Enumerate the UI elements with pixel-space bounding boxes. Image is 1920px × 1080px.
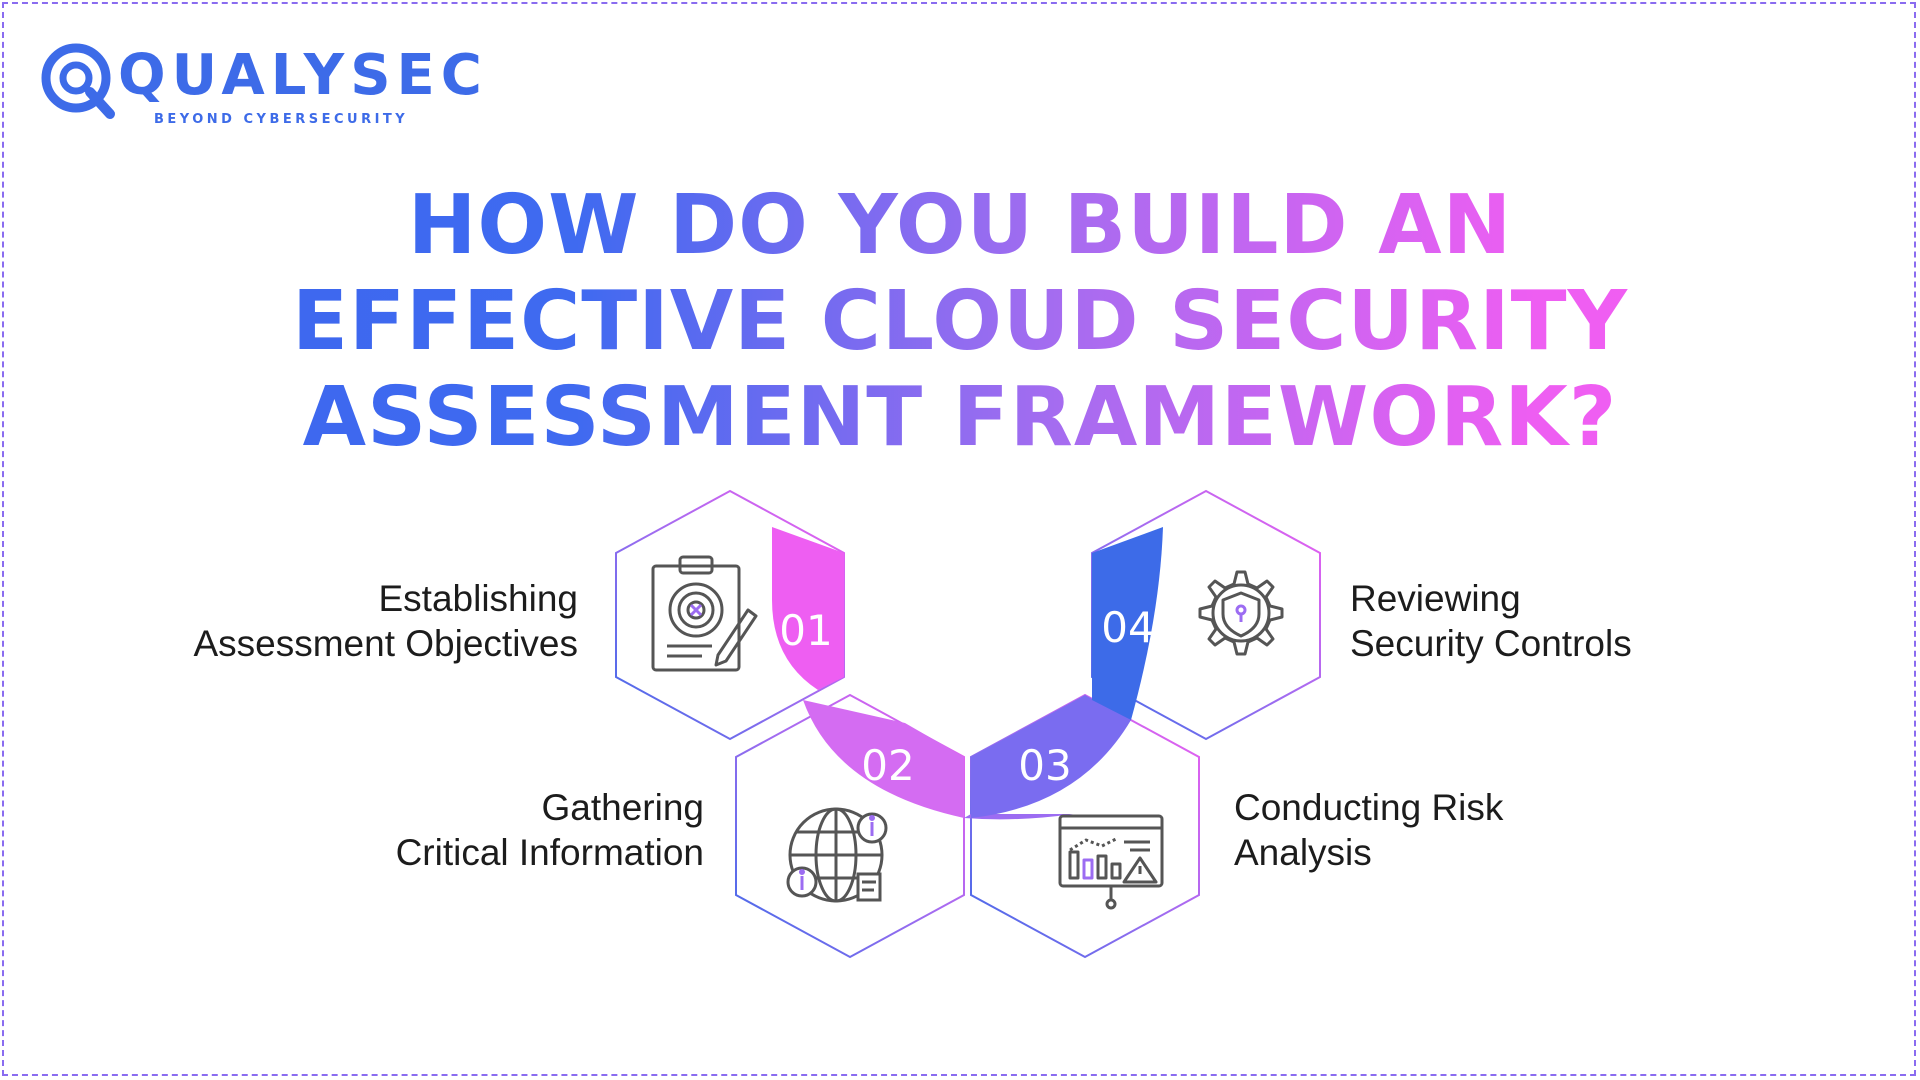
step-label-02: Gathering Critical Information — [396, 785, 704, 875]
globe-info-icon — [786, 807, 888, 903]
logo-wordmark: QUALYSEC — [118, 43, 488, 108]
step-number-04: 04 — [1101, 603, 1154, 652]
logo-tagline: BEYOND CYBERSECURITY — [154, 112, 409, 127]
step-label-04: Reviewing Security Controls — [1350, 576, 1632, 666]
step-02-line-2: Critical Information — [395, 832, 704, 873]
step-03-line-2: Analysis — [1234, 832, 1372, 873]
step-04-line-2: Security Controls — [1350, 623, 1632, 664]
step-02-line-1: Gathering — [541, 787, 705, 828]
step-number-01: 01 — [779, 606, 832, 655]
connector-band — [772, 527, 1163, 820]
chart-warning-board-icon — [1058, 814, 1164, 910]
step-04-line-1: Reviewing — [1350, 578, 1521, 619]
step-label-01: Establishing Assessment Objectives — [193, 576, 578, 666]
step-03-line-1: Conducting Risk — [1234, 787, 1504, 828]
step-01-line-2: Assessment Objectives — [193, 623, 578, 664]
step-label-03: Conducting Risk Analysis — [1234, 785, 1503, 875]
step-number-02: 02 — [861, 741, 914, 790]
step-01-line-1: Establishing — [378, 578, 578, 619]
step-number-03: 03 — [1018, 741, 1071, 790]
gear-shield-icon — [1198, 570, 1284, 656]
qualysec-logo: QUALYSEC BEYOND CYBERSECURITY — [38, 38, 482, 130]
clipboard-target-icon — [651, 555, 758, 672]
logo-q-icon — [41, 43, 115, 119]
